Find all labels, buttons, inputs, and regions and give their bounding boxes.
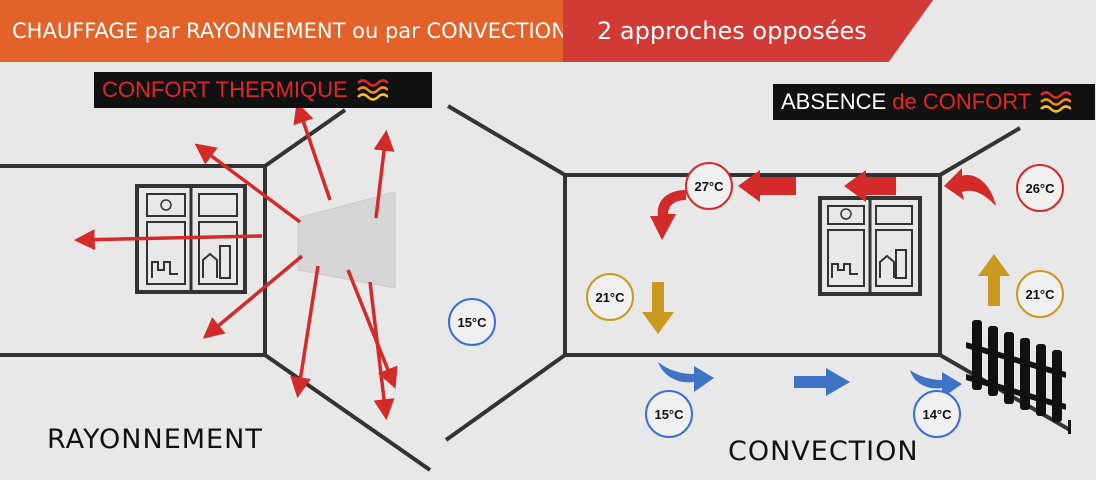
radiator (966, 320, 1071, 434)
convection-cold-arrows (658, 362, 962, 398)
temp-badge-ceiling-left: 27°C (685, 162, 733, 210)
convection-warm-arrows (642, 254, 1010, 334)
temp-badge-left-room: 15°C (448, 298, 496, 346)
subtitle-banner: 2 approches opposées (563, 0, 933, 62)
temp-badge-mid-right: 21°C (1016, 270, 1064, 318)
de-confort-label: de CONFORT (892, 89, 1032, 114)
no-comfort-label-box: ABSENCE de CONFORT (773, 84, 1095, 120)
subtitle: 2 approches opposées (597, 17, 867, 45)
radiant-arrows (73, 102, 398, 421)
temp-badge-mid-left: 21°C (586, 273, 634, 321)
convection-caption: CONVECTION (728, 436, 919, 467)
main-title-banner: CHAUFFAGE par RAYONNEMENT ou par CONVECT… (0, 0, 600, 62)
main-title: CHAUFFAGE par RAYONNEMENT ou par CONVECT… (12, 19, 585, 43)
temp-badge-floor-left: 15°C (645, 390, 693, 438)
comfort-label: CONFORT THERMIQUE (102, 77, 348, 102)
temp-badge-ceiling-right: 26°C (1016, 164, 1064, 212)
temp-badge-floor-right: 14°C (913, 390, 961, 438)
heat-waves-icon (356, 79, 388, 101)
comfort-label-box: CONFORT THERMIQUE (94, 72, 432, 108)
right-room-walls (444, 104, 1071, 442)
radiant-panel (297, 191, 396, 289)
rayonnement-caption: RAYONNEMENT (47, 424, 263, 455)
heat-waves-icon (1040, 91, 1072, 113)
absence-label: ABSENCE (781, 89, 887, 114)
right-window (818, 196, 922, 296)
convection-hot-arrows (650, 168, 996, 240)
